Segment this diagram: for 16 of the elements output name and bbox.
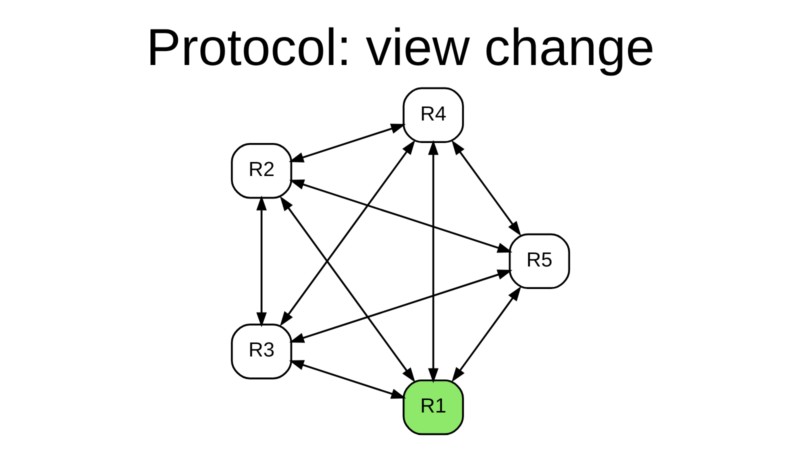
arrow <box>256 196 266 328</box>
arrow <box>288 360 406 399</box>
node-box: R2 <box>230 143 292 199</box>
arrow <box>279 140 415 326</box>
arrow <box>451 286 521 382</box>
node-box: R1 <box>402 379 464 436</box>
arrow <box>428 140 438 384</box>
arrow <box>451 140 521 236</box>
arrow <box>288 180 512 253</box>
node-box: R4 <box>402 87 464 143</box>
arrow <box>288 270 512 343</box>
diagram-title: Protocol: view change <box>146 18 654 77</box>
node-box: R3 <box>230 324 292 380</box>
arrow <box>279 196 415 382</box>
arrow <box>288 124 406 162</box>
node-box: R5 <box>508 233 570 290</box>
